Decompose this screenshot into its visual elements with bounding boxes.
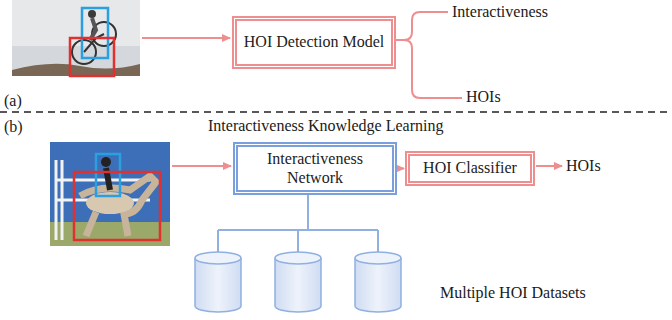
dataset-cylinders <box>195 252 401 312</box>
box-text: HOI Classifier <box>423 159 517 177</box>
network-box: Interactiveness Network <box>233 142 397 195</box>
dataset-label: Multiple HOI Datasets <box>440 284 586 302</box>
box-text: Interactiveness Network <box>238 150 392 187</box>
output-label: HOIs <box>566 157 601 175</box>
panel-label: (a) <box>4 92 22 110</box>
panel-label: (b) <box>4 118 23 136</box>
box-text: HOI Detection Model <box>244 33 384 51</box>
section-title: Interactiveness Knowledge Learning <box>208 117 443 135</box>
output-label: Interactiveness <box>452 3 548 21</box>
photo-bike <box>12 0 140 76</box>
photo-horse <box>50 142 170 246</box>
classifier-box: HOI Classifier <box>405 151 535 186</box>
output-label: HOIs <box>466 88 501 106</box>
model-box: HOI Detection Model <box>232 16 396 69</box>
arrow-connector <box>397 168 404 170</box>
